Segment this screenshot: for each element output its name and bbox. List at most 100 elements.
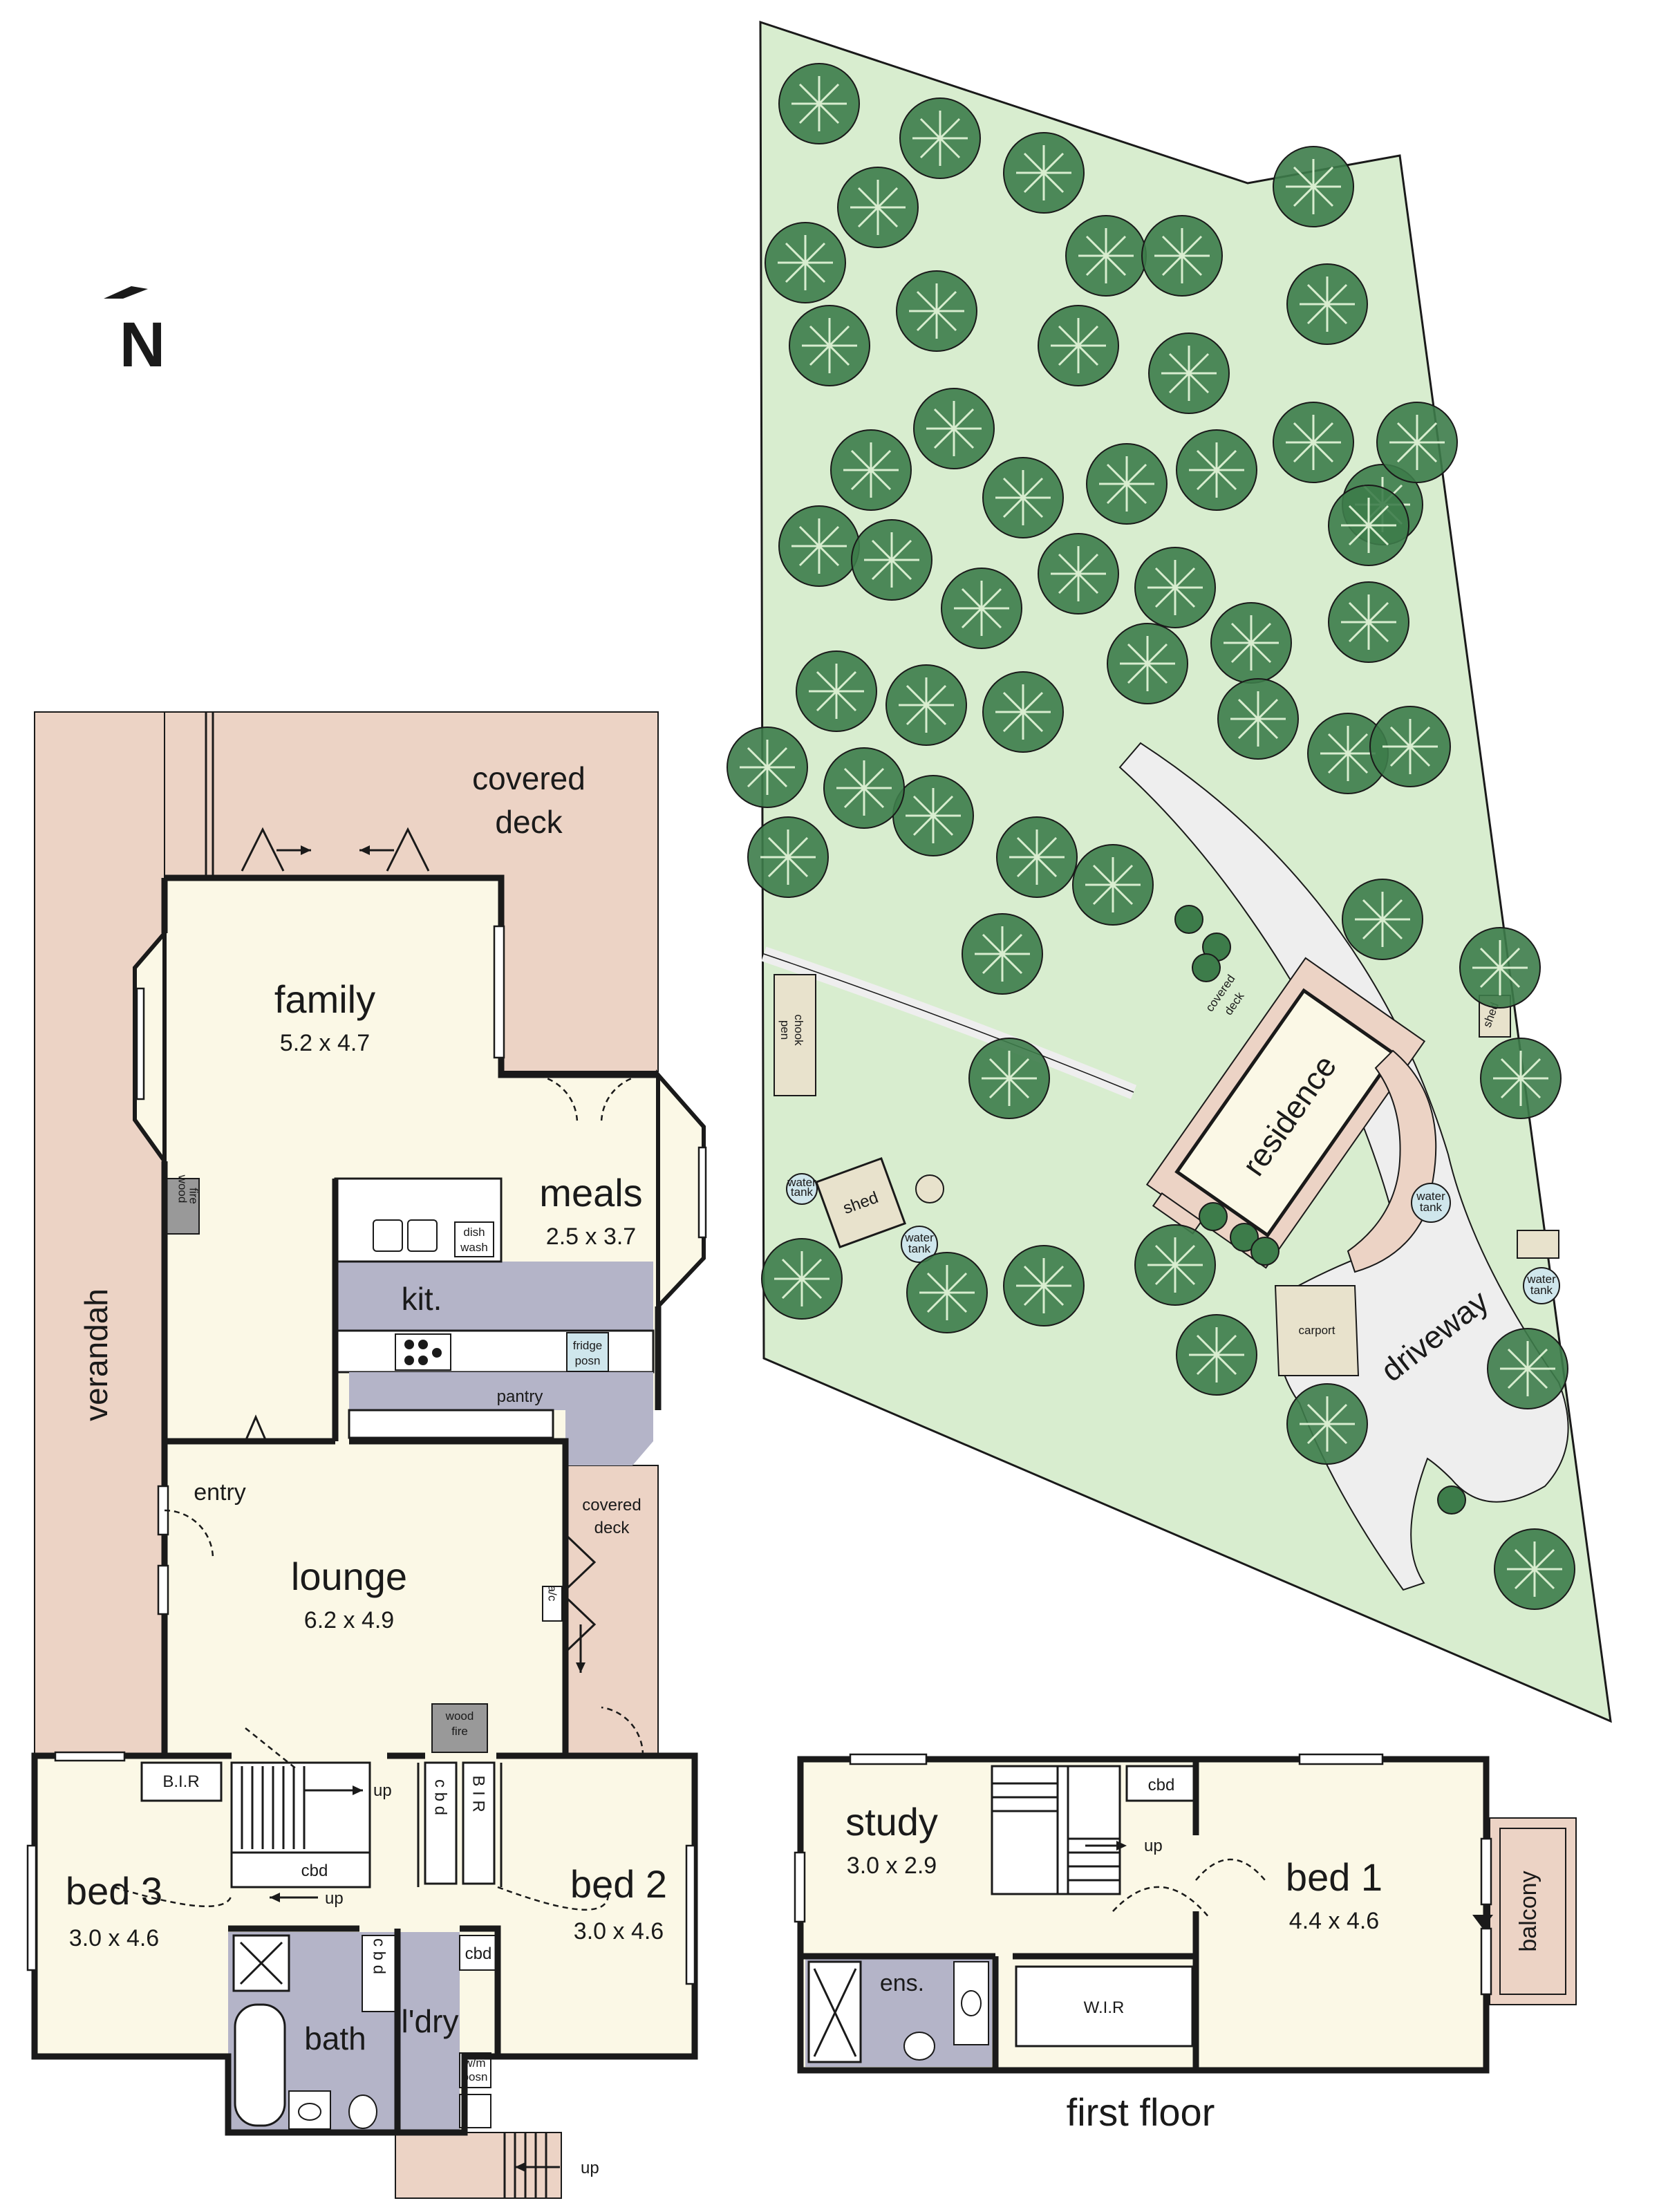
tree-branches	[778, 235, 833, 290]
tree-branches	[1507, 1541, 1562, 1597]
bath-wall	[228, 1925, 501, 2133]
tree-branches	[1120, 636, 1175, 691]
site-round-feature	[915, 1174, 944, 1203]
tree-branches	[1099, 456, 1154, 512]
shrub-icon	[1174, 905, 1203, 934]
pantry-shelf	[348, 1409, 554, 1439]
svg-text:tank: tank	[908, 1242, 931, 1255]
svg-text:tank: tank	[791, 1185, 814, 1199]
lounge-name: lounge	[291, 1555, 407, 1598]
north-arrow-icon	[104, 286, 148, 299]
site-plan: carport driveway residence covered deck …	[727, 20, 1612, 1723]
bed3-name: bed 3	[66, 1869, 162, 1913]
tree-branches	[1286, 159, 1341, 214]
fridge-label-2: posn	[575, 1354, 601, 1367]
tree-branches	[843, 442, 899, 498]
tree-branches	[1189, 1327, 1244, 1382]
toilet-icon	[348, 2094, 377, 2129]
laundry-label: l'dry	[402, 2003, 459, 2039]
water-tank-3: water tank	[1411, 1183, 1451, 1223]
bed-partitions	[417, 1763, 503, 1887]
chook-pen	[774, 974, 816, 1096]
lounge-top-wall	[165, 1179, 569, 1465]
tree-branches	[740, 740, 795, 795]
verandah-area	[34, 711, 165, 1756]
covered-deck-side-1: covered	[582, 1496, 641, 1515]
ensuite-label: ens.	[880, 1970, 924, 1996]
first-floor-title: first floor	[1067, 2090, 1215, 2134]
tree-branches	[864, 532, 919, 588]
tree-branches	[1009, 830, 1065, 885]
pantry-label: pantry	[497, 1387, 543, 1406]
dishwasher-box	[454, 1221, 494, 1257]
entry-label: entry	[194, 1479, 246, 1506]
family-dims: 5.2 x 4.7	[280, 1030, 370, 1056]
bathtub-icon	[234, 2003, 286, 2127]
tree-branches	[1147, 560, 1203, 615]
balcony-area	[1489, 1817, 1577, 2005]
stair-up-label: up	[373, 1781, 392, 1800]
kitchen-sink-left	[373, 1219, 403, 1252]
first-floor: balcony ens. W.I.R up cbd	[794, 1753, 1577, 2134]
shrub-icon	[1192, 953, 1221, 982]
covered-deck-top-2: deck	[495, 804, 563, 840]
laundry-area	[397, 1932, 460, 2133]
tree-branches	[774, 1251, 830, 1306]
tree-branches	[954, 581, 1009, 636]
svg-text:water: water	[787, 1176, 816, 1189]
bed2-name: bed 2	[570, 1862, 667, 1906]
residence-footprint: residence	[1145, 957, 1426, 1269]
tree-branches	[1341, 594, 1396, 650]
bed1-dims: 4.4 x 4.6	[1289, 1908, 1379, 1934]
ff-up-label: up	[1144, 1837, 1163, 1855]
ac-box	[542, 1586, 563, 1622]
dishwasher-label-1: dish	[463, 1226, 485, 1239]
tree-branches	[1016, 145, 1071, 200]
stair-cbd-label: cbd	[301, 1862, 328, 1880]
tree-branches	[802, 318, 857, 373]
balcony-label: balcony	[1515, 1871, 1541, 1951]
fridge-label-1: fridge	[573, 1339, 603, 1352]
vanity-box	[288, 2090, 331, 2130]
tree-branches	[1189, 442, 1244, 498]
bed2-dims: 3.0 x 4.6	[574, 1918, 664, 1944]
svg-text:tank: tank	[1420, 1201, 1443, 1214]
carport-label: carport	[1299, 1324, 1335, 1337]
lounge-dims: 6.2 x 4.9	[304, 1607, 394, 1633]
kitchen-label: kit.	[402, 1281, 442, 1317]
shrub-icon	[1250, 1237, 1280, 1266]
tree-branches	[995, 684, 1051, 740]
tree-branches	[926, 401, 982, 456]
tree-branches	[919, 1265, 975, 1320]
family-wood-fire-1: wood	[176, 1174, 189, 1203]
tree-branches	[899, 677, 954, 733]
first-floor-inner-walls	[800, 1759, 1199, 2070]
shrub-icon	[1230, 1223, 1259, 1252]
trees-group	[727, 63, 1575, 1610]
dishwasher-label-2: wash	[460, 1241, 488, 1254]
tree-branches	[906, 788, 961, 843]
kitchen-angled	[512, 1262, 653, 1331]
hall-cbd-box	[424, 1761, 458, 1885]
small-structure	[1517, 1230, 1559, 1259]
tree-branches	[1051, 546, 1106, 601]
pantry-area	[349, 1372, 653, 1410]
tree-branches	[909, 283, 964, 339]
tree-branches	[1147, 1237, 1203, 1293]
bed1-name: bed 1	[1286, 1855, 1382, 1899]
lounge-wood-fire-box	[431, 1703, 488, 1753]
bed3-dims: 3.0 x 4.6	[69, 1925, 159, 1951]
kitchen-sink-right	[407, 1219, 438, 1252]
ensuite-basin-icon	[961, 1990, 982, 2016]
water-tank-2: water tank	[901, 1226, 938, 1263]
tree-branches	[1051, 318, 1106, 373]
garden-bed	[1347, 1049, 1437, 1273]
bed2-bir-label: B I R	[469, 1775, 488, 1812]
covered-deck-top-1: covered	[472, 760, 585, 796]
wir-label: W.I.R	[1084, 1998, 1125, 2017]
tree-branches	[982, 1051, 1037, 1106]
carport-area	[1274, 1285, 1360, 1376]
stair-box	[230, 1761, 371, 1854]
stair-cbd-box	[230, 1851, 371, 1888]
rear-steps	[395, 2132, 562, 2199]
